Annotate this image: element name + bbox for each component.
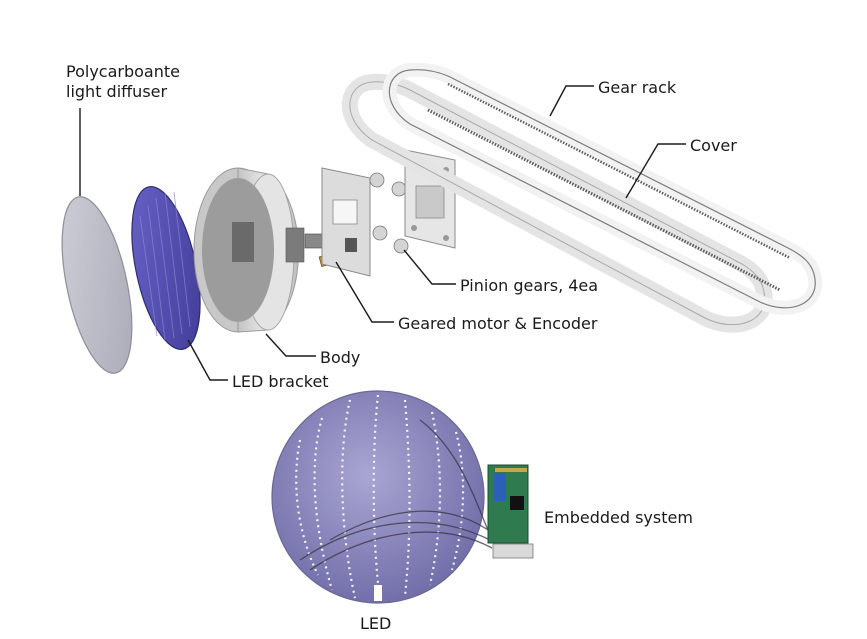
pinion-gears [369,172,409,254]
leader-cover [625,143,686,199]
label-diffuser: Polycarboante light diffuser [66,62,180,101]
leader-body [265,333,316,357]
embedded-system-board [487,464,534,559]
leader-pinion [403,249,456,285]
leader-led-bracket [187,339,228,381]
body-housing [193,167,305,333]
label-pinion-gears: Pinion gears, 4ea [460,276,599,295]
leader-lines [79,85,686,381]
label-body: Body [320,348,361,367]
label-led-bracket: LED bracket [232,372,329,391]
label-led: LED [360,614,392,633]
leader-gear-rack [549,85,594,117]
label-motor-encoder: Geared motor & Encoder [398,314,598,333]
leader-motor [335,261,394,323]
label-cover: Cover [690,136,737,155]
label-gear-rack: Gear rack [598,78,677,97]
led-assembly-disc [271,390,496,604]
gear-rack-loop [382,62,823,315]
label-embedded-system: Embedded system [544,508,693,527]
diffuser-disc [61,196,133,374]
mounting-plate [321,167,371,277]
